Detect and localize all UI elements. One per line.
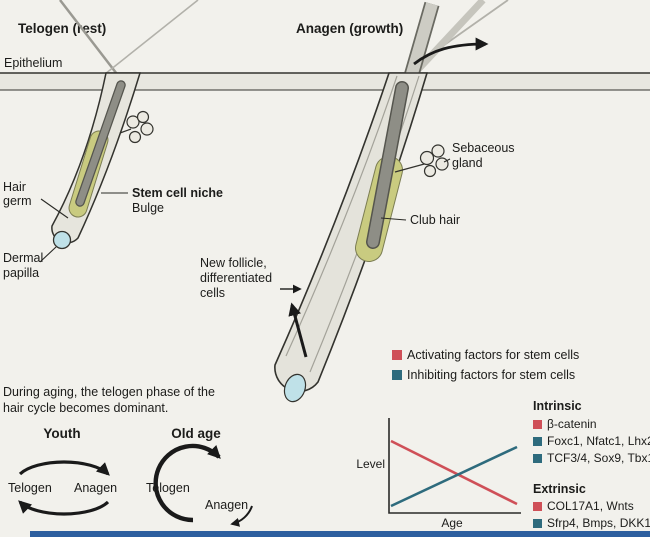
extrinsic-activating-swatch	[533, 502, 542, 511]
factor-col17a1-group: COL17A1, Wnts	[547, 499, 634, 513]
chart-axes	[388, 418, 521, 514]
extrinsic-inhibiting-swatch	[533, 519, 542, 528]
legend-activating-text: Activating factors for stem cells	[407, 348, 579, 362]
label-new-follicle-line1: New follicle,	[200, 256, 267, 270]
anagen-follicle	[274, 0, 489, 403]
hair-strands	[59, 0, 509, 79]
inhibiting-trend-line	[390, 445, 518, 508]
old-age-anagen-label: Anagen	[205, 498, 248, 512]
telogen-sebaceous-gland	[119, 110, 154, 144]
old-age-cycle: Old age Telogen Anagen	[146, 426, 253, 527]
label-new-follicle-line3: cells	[200, 286, 225, 300]
stem-cell-factor-legend: Activating factors for stem cells Inhibi…	[392, 348, 579, 382]
inhibiting-color-swatch	[392, 370, 402, 380]
label-dermal-papilla-line1: Dermal	[3, 251, 43, 265]
telogen-club-hair	[76, 81, 125, 206]
chart-x-axis-label: Age	[441, 516, 463, 530]
label-hair-germ-line1: Hair	[3, 180, 26, 194]
youth-telogen-to-anagen-arrow	[18, 460, 110, 476]
level-age-chart: Level Age	[356, 418, 521, 530]
aging-note-line1: During aging, the telogen phase of the	[3, 385, 215, 399]
extrinsic-title: Extrinsic	[533, 482, 586, 496]
youth-cycle-title: Youth	[43, 426, 80, 441]
old-age-short-anagen-arrow	[230, 505, 253, 527]
anagen-phase-title: Anagen (growth)	[296, 21, 403, 36]
activating-color-swatch	[392, 350, 402, 360]
anagen-club-hair	[367, 82, 408, 248]
telogen-labels: Hair germ Stem cell niche Bulge Dermal p…	[3, 180, 223, 280]
label-epithelium: Epithelium	[4, 56, 62, 70]
telogen-phase-title: Telogen (rest)	[18, 21, 106, 36]
intrinsic-title: Intrinsic	[533, 399, 582, 413]
telogen-dermal-papilla	[52, 230, 72, 250]
aging-note-line2: hair cycle becomes dominant.	[3, 401, 168, 415]
factors-list: Intrinsic β-catenin Foxc1, Nfatc1, Lhx2,…	[533, 399, 650, 530]
anagen-labels: Sebaceous gland Club hair New follicle, …	[200, 141, 515, 300]
bottom-blue-bar	[30, 531, 650, 537]
youth-cycle: Youth Telogen Anagen	[8, 426, 117, 516]
old-age-telogen-label: Telogen	[146, 481, 190, 495]
legend-inhibiting-text: Inhibiting factors for stem cells	[407, 368, 575, 382]
old-age-cycle-title: Old age	[171, 426, 221, 441]
new-follicle-growth-arrow	[288, 302, 308, 358]
label-club-hair: Club hair	[410, 213, 460, 227]
label-dermal-papilla-line2: papilla	[3, 266, 39, 280]
growth-direction-arrow	[413, 37, 489, 66]
youth-anagen-to-telogen-arrow	[18, 500, 110, 516]
anagen-sebaceous-gland	[394, 144, 449, 178]
intrinsic-inhibiting-swatch-1	[533, 437, 542, 446]
label-hair-germ-line2: germ	[3, 194, 31, 208]
label-sebaceous-line2: gland	[452, 156, 483, 170]
old-age-long-telogen-arrow	[153, 443, 221, 523]
epithelium-layer	[0, 72, 650, 91]
intrinsic-inhibiting-swatch-2	[533, 454, 542, 463]
youth-anagen-label: Anagen	[74, 481, 117, 495]
label-bulge: Bulge	[132, 201, 164, 215]
label-sebaceous-line1: Sebaceous	[452, 141, 515, 155]
anagen-dermal-papilla	[283, 373, 307, 403]
youth-telogen-label: Telogen	[8, 481, 52, 495]
telogen-follicle	[51, 72, 154, 250]
label-new-follicle-line2: differentiated	[200, 271, 272, 285]
factor-foxc1-group: Foxc1, Nfatc1, Lhx2,	[547, 434, 650, 448]
factor-beta-catenin: β-catenin	[547, 417, 597, 431]
label-stem-cell-niche: Stem cell niche	[132, 186, 223, 200]
activating-trend-line	[390, 439, 518, 506]
intrinsic-activating-swatch	[533, 420, 542, 429]
factor-tcf-group: TCF3/4, Sox9, Tbx1	[547, 451, 650, 465]
chart-y-axis-label: Level	[356, 457, 385, 471]
factor-sfrp4-group: Sfrp4, Bmps, DKK1	[547, 516, 650, 530]
